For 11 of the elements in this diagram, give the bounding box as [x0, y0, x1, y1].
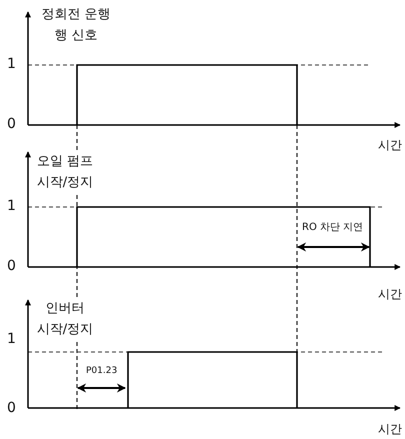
tick-label: 0 [7, 116, 16, 133]
axis-label: 시간 [378, 138, 402, 152]
tick-label: 0 [7, 258, 16, 275]
dimension-label: RO 차단 지연 [302, 222, 364, 234]
dimension-label: P01.23 [86, 366, 118, 377]
tick-label: 1 [7, 56, 16, 73]
axis-label: 시간 [378, 287, 402, 302]
tick-label: 1 [7, 331, 16, 348]
axis-label: 시간 [378, 422, 402, 436]
tick-label: 0 [7, 400, 16, 417]
tick-label: 1 [7, 198, 16, 215]
